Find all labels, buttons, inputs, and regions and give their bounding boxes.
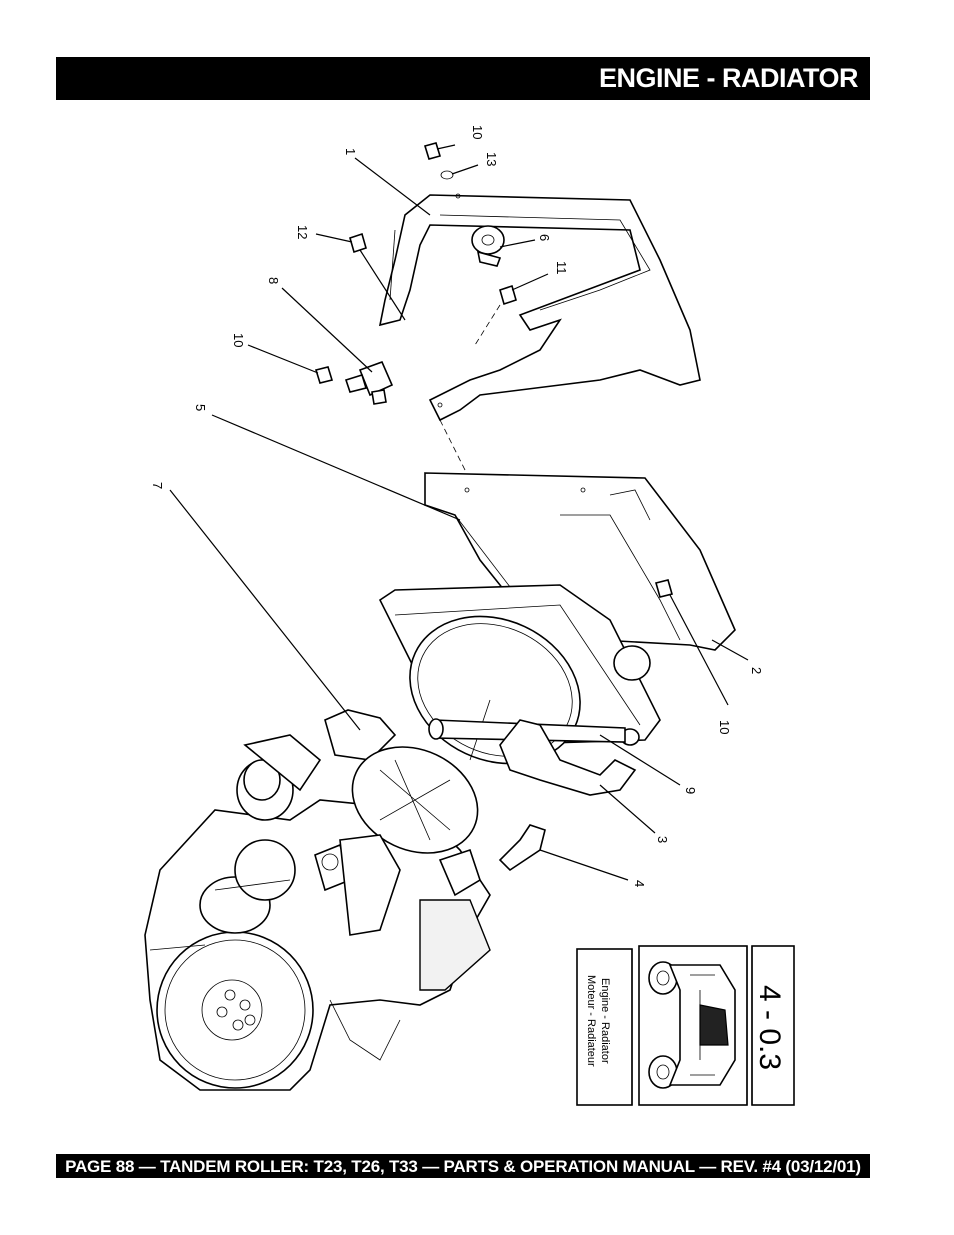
callout-numbers: 1 10 13 12 6 11 8 10 5 7 2 10 9 3 4 — [150, 125, 764, 887]
callout-10-lower: 10 — [717, 720, 732, 734]
hose-4-part — [498, 824, 546, 872]
callout-11: 11 — [554, 261, 569, 275]
leader-lines — [169, 144, 749, 881]
header-bar: ENGINE - RADIATOR — [56, 57, 870, 100]
drain-valve-part — [314, 360, 394, 405]
reference-box: Engine - Radiator Moteur - Radiateur 4 -… — [576, 945, 795, 1106]
callout-1: 1 — [343, 148, 358, 155]
callout-8: 8 — [266, 277, 281, 284]
bolt-11-part — [499, 284, 517, 306]
engine-part — [144, 734, 491, 1091]
lower-shroud-part — [424, 472, 736, 651]
callout-10-mid: 10 — [231, 333, 246, 347]
machine-thumbnail-image — [648, 961, 736, 1089]
page-footer: PAGE 88 — TANDEM ROLLER: T23, T26, T33 —… — [65, 1157, 861, 1176]
callout-10-top: 10 — [470, 125, 485, 139]
callout-5: 5 — [193, 404, 208, 411]
shroud-bracket-part — [378, 193, 701, 422]
page-title: ENGINE - RADIATOR — [598, 63, 859, 93]
bolt-12-part — [349, 232, 367, 254]
callout-13: 13 — [484, 152, 499, 166]
bolt-10-top-part — [423, 142, 454, 180]
reference-label-fr: Moteur - Radiateur — [585, 975, 597, 1067]
callout-9: 9 — [683, 787, 698, 794]
callout-2: 2 — [749, 667, 764, 674]
callout-3: 3 — [655, 836, 670, 843]
hose-3-part — [499, 719, 637, 796]
callout-6: 6 — [537, 234, 552, 241]
callout-12: 12 — [295, 225, 310, 239]
footer-bar: PAGE 88 — TANDEM ROLLER: T23, T26, T33 —… — [56, 1154, 870, 1178]
isolator-mount-part — [471, 225, 505, 267]
reference-label-en: Engine - Radiator — [599, 978, 611, 1064]
reference-number: 4 - 0.3 — [753, 985, 786, 1070]
hose-7-part — [324, 709, 397, 761]
bolt-10-lower-part — [655, 579, 673, 598]
callout-7: 7 — [150, 482, 165, 489]
callout-4: 4 — [632, 880, 647, 887]
